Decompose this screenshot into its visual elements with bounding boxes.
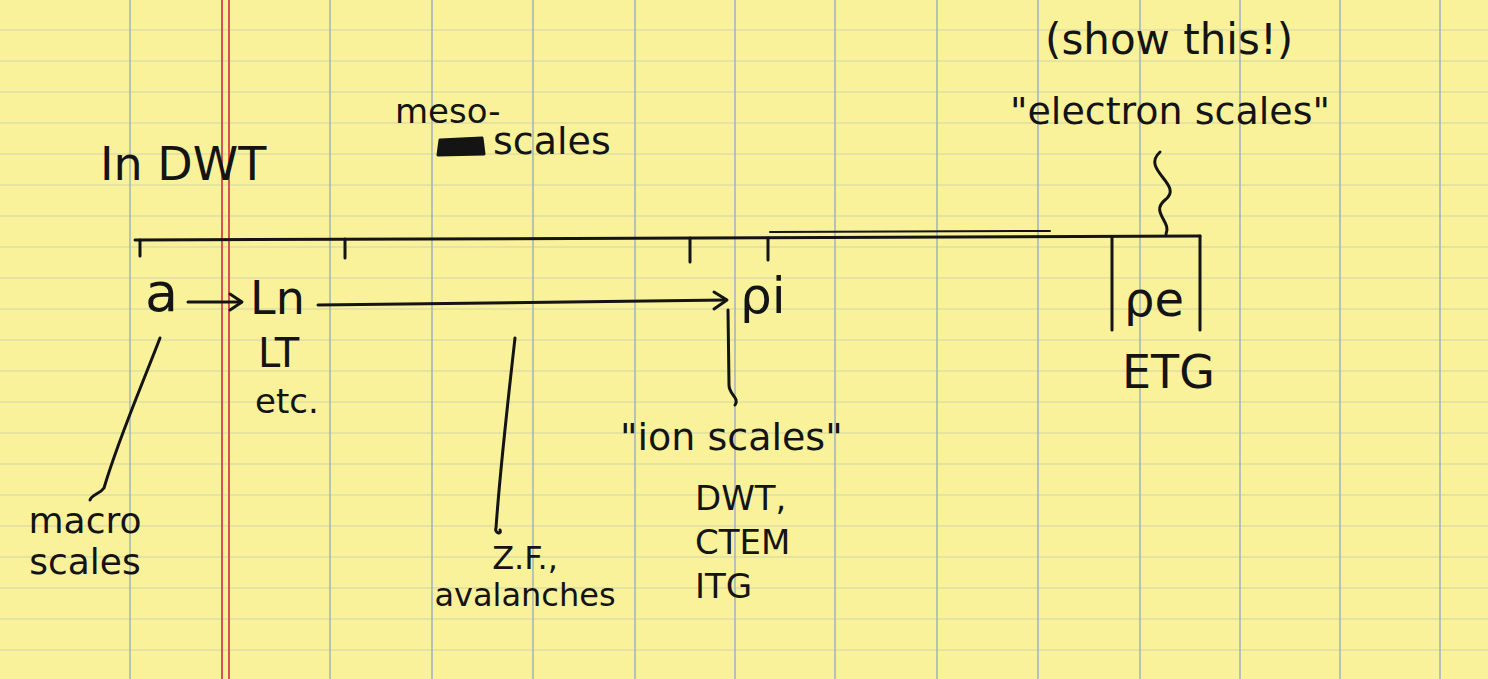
rule-line (936, 0, 938, 679)
tick-mark (767, 238, 770, 260)
symbol-label: ρe (1124, 272, 1184, 327)
scale-note: macro scales (15, 500, 155, 583)
ruled-line (0, 619, 1488, 620)
rule-line (1439, 0, 1441, 679)
leader-line (728, 310, 736, 405)
ruled-lines (0, 30, 1488, 650)
bracket-line (1199, 236, 1202, 330)
arrow-line (188, 301, 240, 304)
ruled-line (0, 340, 1488, 341)
phenomena-note: Z.F., avalanches (420, 540, 630, 614)
arrow-head (714, 292, 727, 309)
scale-note: "ion scales" (620, 416, 843, 460)
instability-label: ETG (1122, 346, 1215, 399)
arrow-head (230, 294, 242, 310)
axis-double-stroke (770, 231, 1050, 232)
rule-line (1339, 0, 1341, 679)
ruled-line (0, 464, 1488, 465)
rule-line (329, 0, 331, 679)
ruled-line (0, 247, 1488, 248)
tick-mark (139, 240, 142, 256)
arrow-line (318, 300, 726, 305)
symbol-label: LT (258, 330, 299, 376)
symbol-label: Ln (250, 272, 305, 325)
ruled-line (0, 216, 1488, 217)
scale-axis (135, 236, 1200, 240)
symbol-label: etc. (255, 382, 319, 421)
rule-line (634, 0, 636, 679)
sketch (90, 138, 1200, 533)
tick-mark (344, 239, 347, 258)
margin-lines (222, 0, 229, 679)
ruled-line (0, 371, 1488, 372)
leader-line (496, 338, 515, 533)
symbol-label: ρi (740, 268, 786, 326)
instability-list: DWT, CTEM ITG (695, 476, 805, 609)
tick-mark (689, 238, 692, 262)
margin-line (221, 0, 223, 679)
rule-line (834, 0, 836, 679)
scale-note: meso- (395, 92, 500, 131)
symbol-label: a (145, 262, 178, 324)
scale-note: "electron scales" (1010, 90, 1330, 134)
leader-line (90, 338, 160, 500)
heading-note: In DWT (100, 138, 266, 191)
bracket-line (1111, 237, 1114, 330)
margin-line (228, 0, 230, 679)
vertical-rules (130, 0, 1440, 679)
ruled-line (0, 402, 1488, 403)
margin-note: (show this!) (1045, 16, 1293, 64)
ruled-line (0, 650, 1488, 651)
leader-squiggle (1155, 152, 1171, 234)
scribble-out (438, 138, 484, 155)
scale-note: scales (493, 120, 611, 164)
